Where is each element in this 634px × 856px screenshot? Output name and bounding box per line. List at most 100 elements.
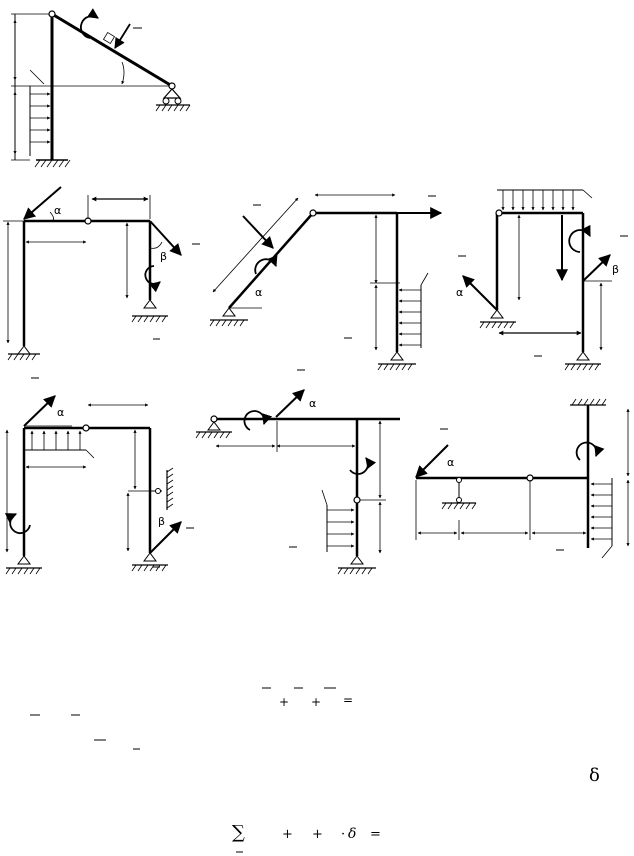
pin-support [143,552,157,562]
leader-line [582,189,593,199]
scheme-5: α β [4,377,194,575]
right-angle-mark [102,31,116,45]
force-arrow [23,395,56,427]
moment-arrow [144,265,161,293]
force-arrow [149,521,182,554]
angle-arc [49,211,54,222]
force-arrow [23,186,62,220]
moment-arrow [254,254,278,275]
ground-hatch [337,567,373,575]
leader-line [85,449,95,459]
formulas: + + = δ ∑ + + · δ = [30,687,600,853]
scheme-4: β α [456,189,628,371]
ground-hatch [441,502,477,510]
force-arrow [242,215,274,249]
ground-hatch [34,159,71,168]
scheme-6: α [195,369,400,575]
hinge [353,496,361,504]
moment-arrow [575,441,605,461]
hinge [48,10,56,18]
roller-support [162,88,182,99]
dim-arrow [212,197,299,293]
scheme-2: α β [3,186,200,361]
formula-plus: + [312,827,323,842]
leader-line [321,489,328,506]
ground-hatch [131,315,167,323]
pin-support [390,351,404,361]
pin-support [490,309,504,319]
scheme-1 [11,8,191,168]
hinge [456,477,462,483]
formula-equals: = [370,827,381,842]
ground-hatch [7,353,37,361]
moment-arrow [349,457,377,475]
distributed-load [30,92,51,144]
hinge [82,424,90,432]
angle-alpha-label: α [57,406,64,419]
wall-hatch [166,467,174,509]
ground-hatch [377,363,413,371]
moment-arrow [568,224,591,253]
hinge [456,497,462,503]
formula-plus: + [282,827,293,842]
roller [162,97,170,105]
ground-hatch [5,567,41,575]
pin-support [350,555,364,565]
ground-hatch [155,104,191,112]
leader-line [29,69,45,85]
leader-line [420,272,429,286]
force-arrow [462,275,498,311]
ground-hatch [571,398,607,406]
ground-hatch [131,564,167,572]
angle-alpha-label: α [255,286,262,299]
angle-alpha-label: α [456,286,463,299]
force-arrow [415,444,449,478]
moment-arrow [80,8,99,39]
force-arrow [114,23,131,49]
distributed-load [30,430,82,450]
force-arrow [149,220,182,256]
distributed-load [327,508,355,548]
angle-beta-label: β [160,250,167,263]
delta-symbol: δ [589,765,600,786]
distributed-load [398,288,421,347]
formula-plus: + [279,695,289,709]
pin-support [17,555,31,565]
hinge [155,488,161,494]
angle-arc [149,241,163,249]
ground-hatch [479,321,515,329]
formula-equals: = [343,693,353,707]
formula-plus: + [311,695,321,709]
scheme-7: α [415,398,630,559]
inclined-bar [51,12,173,88]
angle-alpha-label: α [447,456,454,469]
pin-support [576,351,590,361]
moment-arrow [4,513,31,534]
pin-support [222,307,236,317]
distributed-load [501,190,575,211]
ground-hatch [209,319,245,327]
angle-alpha-label: α [309,397,316,410]
pin-support [207,421,221,431]
ground-hatch [195,431,231,439]
formula-delta: δ [348,826,356,842]
distributed-load [590,482,612,541]
hinge [495,209,503,217]
roller [174,97,182,105]
hinge [210,415,218,423]
sum-symbol: ∑ [232,822,245,843]
angle-beta-label: β [158,515,165,528]
leader-line [601,545,613,559]
force-arrow [582,254,611,282]
moment-arrow [243,410,273,431]
pin-support [143,299,157,309]
force-arrow [275,389,305,418]
ground-hatch [564,363,600,371]
pin-support [17,345,31,355]
scheme-3: α [209,193,443,371]
angle-arc [121,61,125,85]
angle-beta-label: β [612,263,619,276]
formula-dot: · [341,827,345,842]
